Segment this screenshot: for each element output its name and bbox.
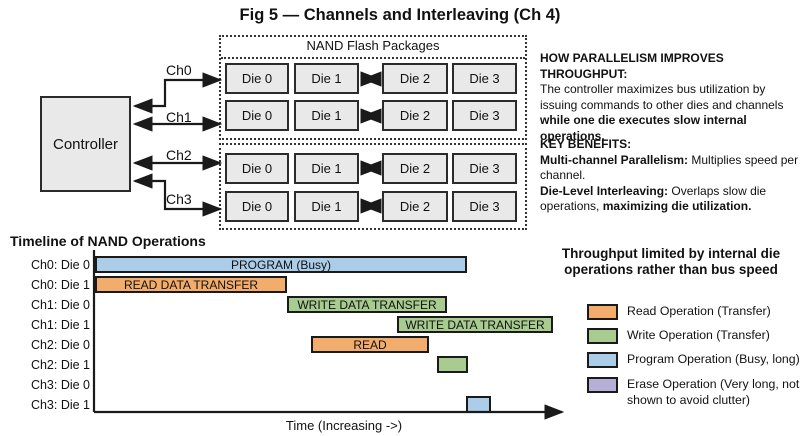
channel-label-ch3: Ch3 xyxy=(166,191,192,207)
timeline-row-label: Ch2: Die 1 xyxy=(30,358,90,372)
die-box: Die 2 xyxy=(382,100,448,131)
benefit1-text: Multiplies speed per channel. xyxy=(540,152,799,183)
parallelism-note: HOW PARALLELISM IMPROVES THROUGHPUT: The… xyxy=(540,51,800,144)
parallelism-heading: HOW PARALLELISM IMPROVES THROUGHPUT: xyxy=(540,51,724,81)
channel-label-ch0: Ch0 xyxy=(166,62,192,78)
timeline-bar-read-ch0die1: READ DATA TRANSFER xyxy=(95,276,287,293)
read-swatch-icon xyxy=(587,304,618,320)
controller-box: Controller xyxy=(40,96,131,192)
die-box: Die 2 xyxy=(382,153,448,184)
timeline-row-label: Ch1: Die 1 xyxy=(30,318,90,332)
key-benefits-note: KEY BENEFITS: Multi-channel Parallelism:… xyxy=(540,137,800,215)
die-box: Die 3 xyxy=(452,100,517,131)
timeline-row-label: Ch0: Die 0 xyxy=(30,258,90,272)
timeline-bar-program-ch0die0: PROGRAM (Busy) xyxy=(95,256,467,273)
erase-swatch-icon xyxy=(587,377,618,393)
benefit2-text-bold: maximizing die utilization. xyxy=(602,199,752,213)
legend-label: Erase Operation (Very long, not shown to… xyxy=(627,377,800,407)
figure-title: Fig 5 — Channels and Interleaving (Ch 4) xyxy=(239,6,561,24)
die-box: Die 0 xyxy=(225,63,289,94)
timeline-row-label: Ch1: Die 0 xyxy=(30,298,90,312)
benefit2-text: Overlaps slow die operations, xyxy=(540,183,767,214)
channel-label-ch1: Ch1 xyxy=(166,109,192,125)
timeline-bar-program-ch3die1 xyxy=(466,396,491,413)
key-benefits-heading: KEY BENEFITS: xyxy=(540,137,632,151)
legend-item-read: Read Operation (Transfer) xyxy=(587,304,800,320)
parallelism-body-bold: while one die executes slow internal ope… xyxy=(540,113,747,143)
legend-label: Read Operation (Transfer) xyxy=(627,304,771,318)
legend-label: Program Operation (Busy, long) xyxy=(627,352,800,366)
parallelism-body: The controller maximizes bus utilization… xyxy=(540,82,784,112)
die-box: Die 0 xyxy=(225,100,289,131)
die-box: Die 1 xyxy=(294,100,359,131)
nand-title-separator xyxy=(221,57,525,59)
timeline-row-label: Ch3: Die 1 xyxy=(30,398,90,412)
die-box: Die 0 xyxy=(225,153,289,184)
die-box: Die 3 xyxy=(452,191,517,222)
die-box: Die 3 xyxy=(452,153,517,184)
die-box: Die 3 xyxy=(452,63,517,94)
benefit1-title: Multi-channel Parallelism: xyxy=(540,152,689,167)
die-box: Die 1 xyxy=(294,153,359,184)
benefit2-title: Die-Level Interleaving: xyxy=(540,183,669,198)
ch0-arrow xyxy=(132,72,223,114)
timeline-bar-read-ch2die0: READ xyxy=(311,336,429,353)
timeline-row-label: Ch2: Die 0 xyxy=(30,338,90,352)
controller-label: Controller xyxy=(52,135,119,153)
channel-label-ch2: Ch2 xyxy=(166,147,192,163)
write-swatch-icon xyxy=(587,328,618,344)
die-box: Die 0 xyxy=(225,191,289,222)
legend-label: Write Operation (Transfer) xyxy=(627,328,770,342)
nand-packages-title: NAND Flash Packages xyxy=(306,38,440,53)
legend-item-write: Write Operation (Transfer) xyxy=(587,328,800,344)
timeline-bar-write-ch1die1: WRITE DATA TRANSFER xyxy=(397,316,553,333)
legend-item-erase: Erase Operation (Very long, not shown to… xyxy=(587,377,800,408)
summary-caption: Throughput limited by internal die opera… xyxy=(561,246,781,277)
die-box: Die 2 xyxy=(382,63,448,94)
timeline-bar-write-ch2die1 xyxy=(437,356,468,373)
timeline-row-label: Ch3: Die 0 xyxy=(30,378,90,392)
timeline-title: Timeline of NAND Operations xyxy=(10,233,206,249)
timeline-row-label: Ch0: Die 1 xyxy=(30,278,90,292)
program-swatch-icon xyxy=(587,352,618,368)
die-box: Die 1 xyxy=(294,191,359,222)
time-axis-label: Time (Increasing ->) xyxy=(285,418,403,433)
die-box: Die 2 xyxy=(382,191,448,222)
timeline-bar-write-ch1die0: WRITE DATA TRANSFER xyxy=(287,296,447,313)
legend-item-program: Program Operation (Busy, long) xyxy=(587,352,800,368)
die-box: Die 1 xyxy=(294,63,359,94)
